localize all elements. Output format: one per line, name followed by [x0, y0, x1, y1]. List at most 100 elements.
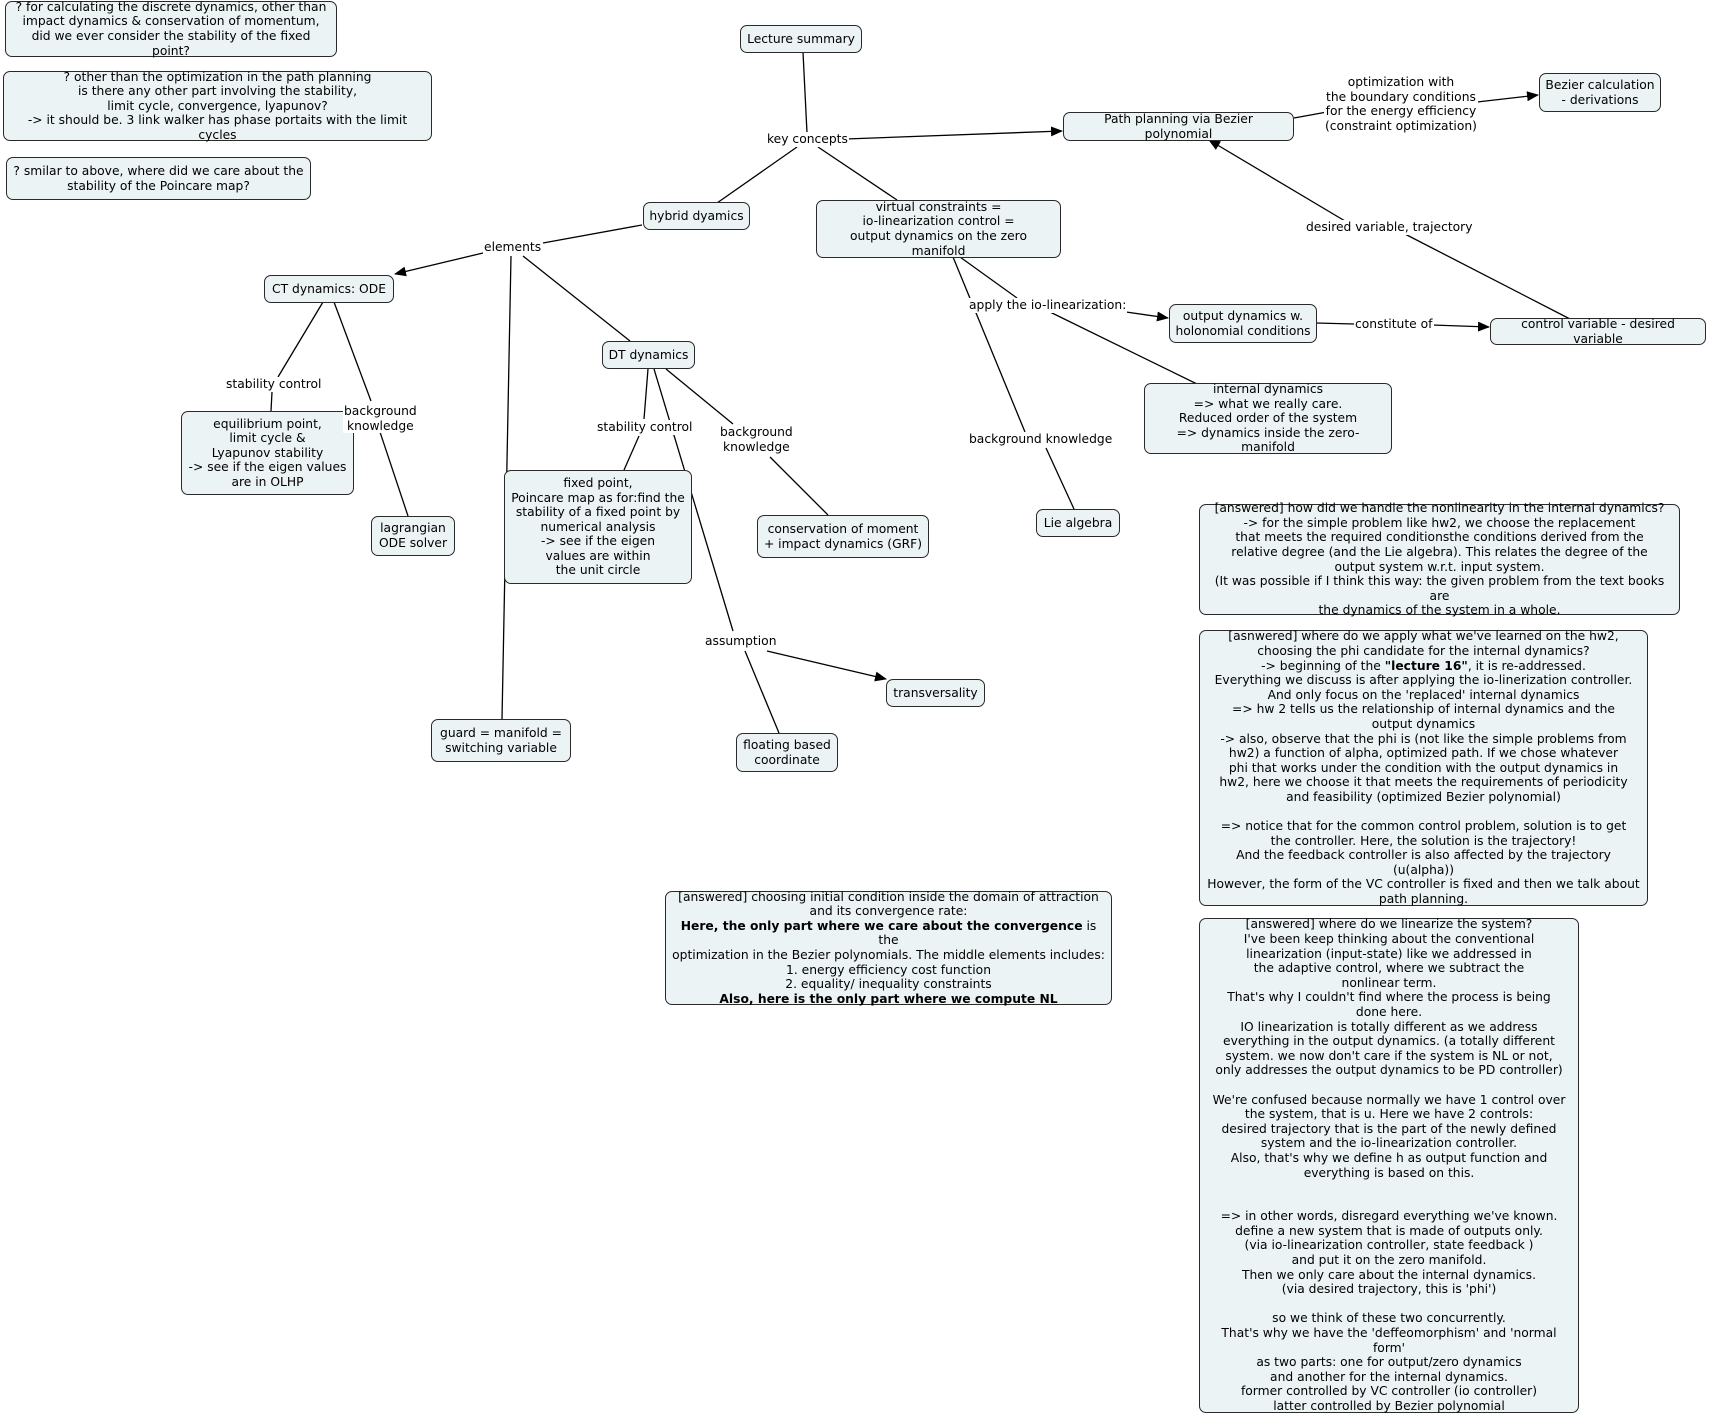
note-question-poincare[interactable]: ? smilar to above, where did we care abo…	[6, 157, 311, 200]
node-ct-dynamics[interactable]: CT dynamics: ODE	[264, 275, 394, 303]
note-answered-hw2-bold: "lecture 16"	[1384, 658, 1468, 673]
edge-vc-background	[952, 256, 1026, 433]
edge-background-lie	[1045, 447, 1075, 510]
node-control-variable-label: control variable - desired variable	[1521, 316, 1675, 346]
edge-dt-stability	[643, 368, 649, 420]
note-question-poincare-label: ? smilar to above, where did we care abo…	[13, 163, 304, 193]
label-constitute-of: constitute of	[1354, 317, 1434, 332]
edge-assumption-transversality	[766, 650, 887, 682]
edge-applyio-internal	[1049, 311, 1198, 385]
label-background-ct: background knowledge	[343, 404, 418, 434]
edge-summary-keyconcepts	[802, 51, 808, 134]
node-equilibrium-point-label: equilibrium point, limit cycle & Lyapuno…	[188, 416, 347, 489]
note-question-discrete[interactable]: ? for calculating the discrete dynamics,…	[5, 0, 337, 58]
note-answered-initial-bold1: Here, the only part where we care about …	[680, 918, 1083, 933]
node-dt-dynamics[interactable]: DT dynamics	[602, 341, 695, 369]
node-floating-coordinate[interactable]: floating based coordinate	[736, 733, 838, 772]
label-desired-variable: desired variable, trajectory	[1305, 220, 1474, 235]
node-virtual-constraints[interactable]: virtual constraints = io-linearization c…	[816, 200, 1061, 258]
note-answered-initial-part1: [answered] choosing initial condition in…	[678, 889, 1099, 919]
node-hybrid-dynamics[interactable]: hybrid dyamics	[643, 202, 750, 230]
edge-vc-applyio	[959, 256, 1018, 299]
node-fixed-point[interactable]: fixed point, Poincare map as for:find th…	[504, 470, 692, 584]
label-stability-control-ct: stability control	[225, 377, 323, 392]
note-question-discrete-label: ? for calculating the discrete dynamics,…	[15, 0, 327, 58]
node-lagrangian-label: lagrangian ODE solver	[378, 521, 448, 550]
edge-dt-assumption	[653, 368, 734, 632]
label-background-dt: background knowledge	[719, 425, 794, 455]
note-answered-nonlinearity[interactable]: [answered] how did we handle the nonline…	[1199, 501, 1680, 618]
label-background-vc: background knowledge	[968, 432, 1114, 447]
edge-background-conservation	[769, 456, 829, 516]
node-virtual-constraints-label: virtual constraints = io-linearization c…	[850, 199, 1027, 258]
note-answered-initial-bold2: Also, here is the only part where we com…	[719, 991, 1058, 1006]
edge-keyconcepts-vc	[817, 146, 898, 201]
edge-elements-dt	[522, 255, 631, 342]
node-floating-coordinate-label: floating based coordinate	[743, 737, 831, 767]
node-transversality-label: transversality	[893, 685, 978, 700]
note-answered-nonlinearity-label: [answered] how did we handle the nonline…	[1214, 501, 1665, 618]
node-fixed-point-label: fixed point, Poincare map as for:find th…	[511, 475, 685, 578]
node-path-planning-label: Path planning via Bezier polynomial	[1104, 111, 1253, 141]
node-lagrangian[interactable]: lagrangian ODE solver	[371, 516, 455, 556]
edge-controlvar-desired	[1402, 232, 1571, 320]
node-guard-label: guard = manifold = switching variable	[440, 725, 562, 755]
node-guard[interactable]: guard = manifold = switching variable	[431, 719, 571, 762]
node-lecture-summary-label: Lecture summary	[747, 31, 855, 46]
edge-output-constitute	[1315, 322, 1355, 325]
label-assumption: assumption	[704, 634, 778, 649]
note-answered-hw2-part1: [asnwered] where do we apply what we've …	[1228, 629, 1619, 673]
note-answered-hw2-text: [asnwered] where do we apply what we've …	[1205, 629, 1642, 906]
edge-keyconcepts-hybrid	[716, 146, 798, 204]
edge-applyio-output	[1125, 311, 1169, 322]
edge-pathplanning-optimization	[1293, 111, 1328, 119]
note-question-stability[interactable]: ? other than the optimization in the pat…	[3, 69, 432, 142]
node-output-dynamics[interactable]: output dynamics w. holonomial conditions	[1169, 304, 1317, 343]
edge-elements-ct	[394, 252, 484, 277]
note-answered-hw2[interactable]: [asnwered] where do we apply what we've …	[1199, 629, 1648, 906]
edge-ct-stability	[277, 301, 324, 378]
edge-keyconcepts-pathplanning	[845, 126, 1063, 140]
node-ct-dynamics-label: CT dynamics: ODE	[272, 281, 386, 296]
node-bezier-calculation[interactable]: Bezier calculation - derivations	[1539, 73, 1661, 112]
node-dt-dynamics-label: DT dynamics	[608, 347, 689, 362]
node-internal-dynamics[interactable]: internal dynamics => what we really care…	[1144, 382, 1392, 455]
edge-stability-equilibrium	[270, 391, 273, 412]
node-lecture-summary[interactable]: Lecture summary	[740, 25, 862, 53]
edge-assumption-floating	[744, 650, 780, 734]
note-answered-hw2-part2: , it is re-addressed. Everything we disc…	[1207, 658, 1640, 907]
label-key-concepts: key concepts	[766, 132, 849, 147]
edge-constitute-controlvar	[1431, 321, 1490, 332]
label-apply-io-linearization: apply the io-linearization:	[968, 298, 1128, 313]
node-control-variable[interactable]: control variable - desired variable	[1490, 316, 1706, 346]
label-elements: elements	[483, 240, 543, 255]
note-answered-linearize[interactable]: [answered] where do we linearize the sys…	[1199, 917, 1579, 1413]
label-optimization: optimization with the boundary condition…	[1324, 75, 1478, 134]
node-lie-algebra[interactable]: Lie algebra	[1036, 509, 1120, 537]
node-hybrid-dynamics-label: hybrid dyamics	[649, 208, 744, 223]
label-stability-control-dt: stability control	[596, 420, 694, 435]
edge-stability-fixedpoint	[623, 435, 640, 471]
node-internal-dynamics-label: internal dynamics => what we really care…	[1176, 382, 1360, 455]
node-conservation-label: conservation of moment + impact dynamics…	[763, 521, 923, 551]
edge-background-lagrangian	[379, 431, 409, 517]
edge-ct-background	[333, 301, 372, 402]
note-answered-initial-text: [answered] choosing initial condition in…	[671, 890, 1106, 1007]
note-answered-linearize-label: [answered] where do we linearize the sys…	[1212, 917, 1566, 1413]
node-path-planning[interactable]: Path planning via Bezier polynomial	[1063, 112, 1294, 141]
edge-dt-background	[665, 368, 734, 425]
node-conservation[interactable]: conservation of moment + impact dynamics…	[757, 515, 929, 558]
edge-desired-pathplanning	[1208, 139, 1346, 222]
node-output-dynamics-label: output dynamics w. holonomial conditions	[1175, 308, 1311, 338]
edge-hybrid-elements	[542, 224, 643, 244]
node-transversality[interactable]: transversality	[886, 679, 985, 707]
node-bezier-calculation-label: Bezier calculation - derivations	[1545, 77, 1655, 107]
edge-optimization-bezier	[1476, 91, 1539, 103]
note-answered-initial-part2: is the optimization in the Bezier polyno…	[672, 918, 1105, 992]
node-lie-algebra-label: Lie algebra	[1043, 515, 1113, 530]
node-equilibrium-point[interactable]: equilibrium point, limit cycle & Lyapuno…	[181, 411, 354, 495]
note-question-stability-label: ? other than the optimization in the pat…	[27, 69, 408, 142]
note-answered-initial-condition[interactable]: [answered] choosing initial condition in…	[665, 890, 1112, 1007]
